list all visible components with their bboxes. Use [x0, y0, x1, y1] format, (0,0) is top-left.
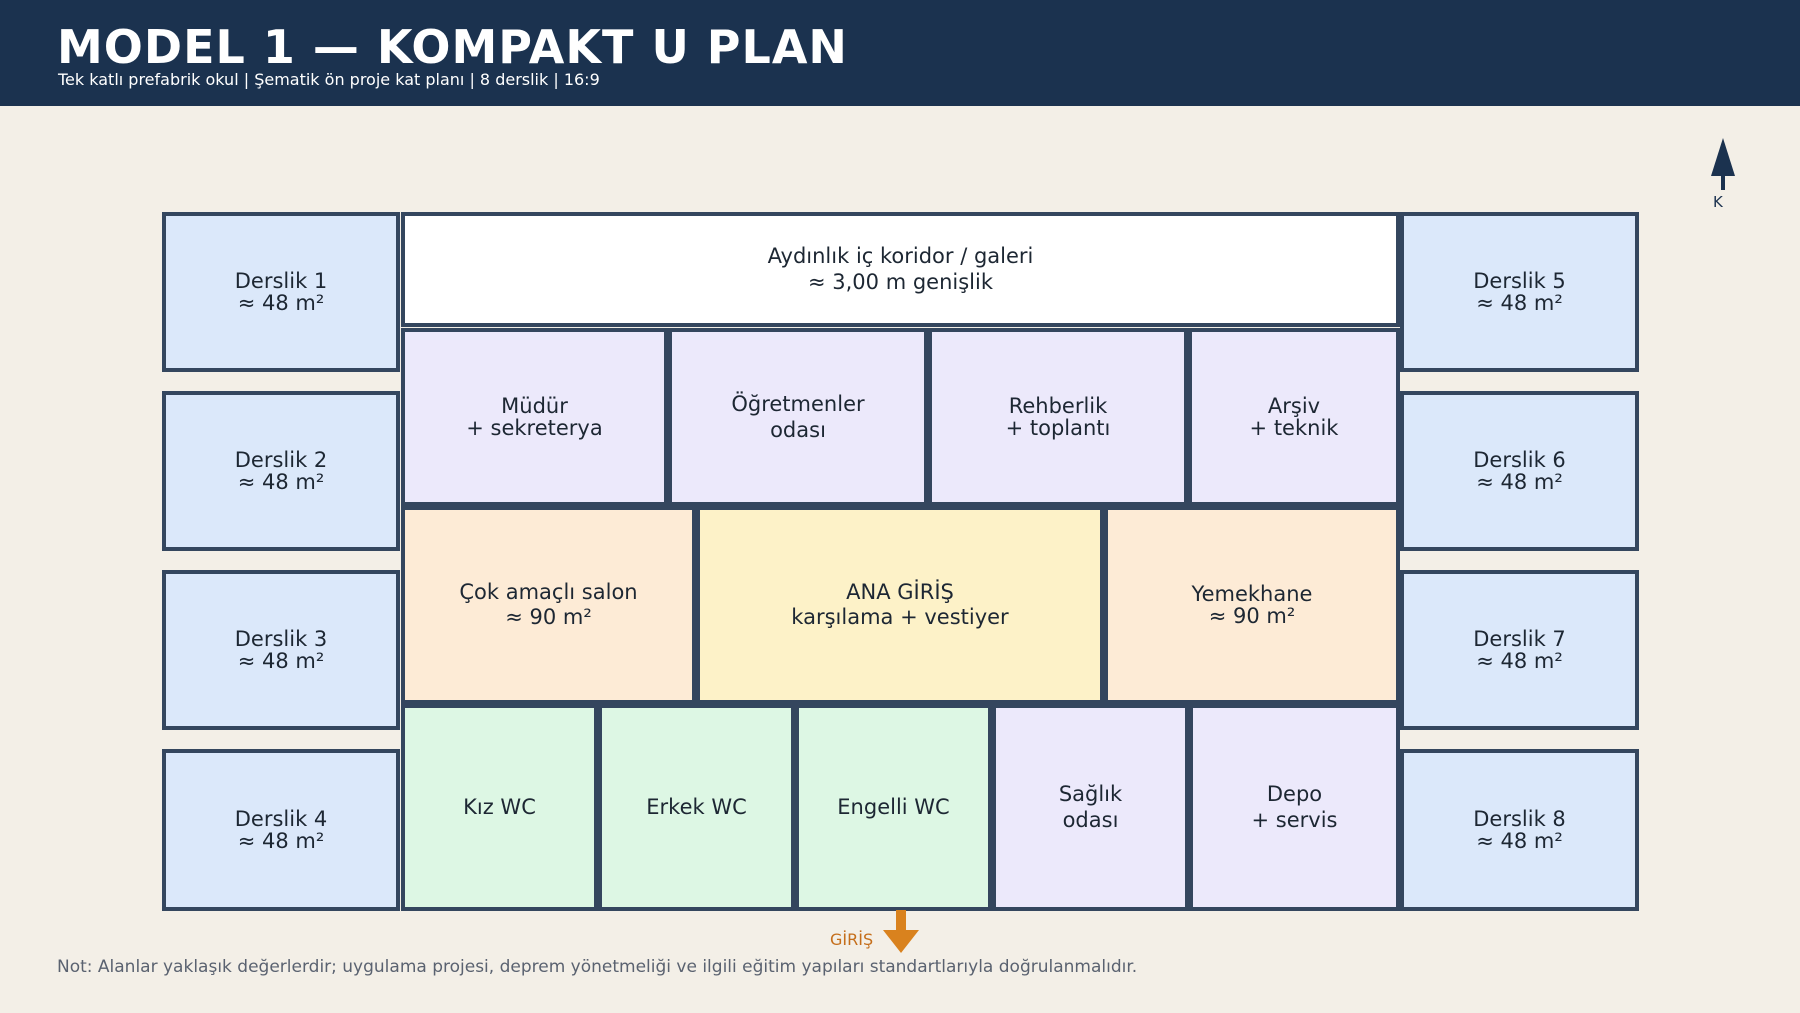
classroom-6: Derslik 6 ≈ 48 m² — [1400, 391, 1639, 551]
entry-arrow-icon — [883, 910, 919, 953]
room-sublabel: + toplantı — [1005, 416, 1111, 440]
room-sublabel: + servis — [1251, 807, 1338, 832]
classroom-5: Derslik 5 ≈ 48 m² — [1400, 212, 1639, 372]
room-accessible-wc: Engelli WC — [795, 704, 992, 911]
classroom-2: Derslik 2 ≈ 48 m² — [162, 391, 400, 551]
classroom-area: ≈ 48 m² — [237, 291, 325, 315]
classroom-area: ≈ 48 m² — [237, 470, 325, 494]
classroom-8: Derslik 8 ≈ 48 m² — [1400, 749, 1639, 911]
classroom-area: ≈ 48 m² — [237, 649, 325, 673]
room-label: Sağlık — [1058, 782, 1123, 807]
corridor-width: ≈ 3,00 m genişlik — [807, 269, 993, 294]
room-dining-hall: Yemekhane ≈ 90 m² — [1104, 506, 1400, 704]
classroom-name: Derslik 2 — [234, 447, 328, 472]
entry-label: GİRİŞ — [830, 930, 874, 949]
room-label: Engelli WC — [837, 795, 950, 820]
footnote: Not: Alanlar yaklaşık değerlerdir; uygul… — [57, 957, 1138, 977]
room-sublabel: odası — [770, 418, 826, 442]
room-sublabel: karşılama + vestiyer — [791, 605, 1009, 629]
room-guidance: Rehberlik + toplantı — [928, 328, 1188, 506]
room-sublabel: + teknik — [1249, 416, 1339, 440]
classroom-area: ≈ 48 m² — [237, 829, 325, 853]
classroom-name: Derslik 4 — [234, 806, 328, 831]
room-storage: Depo + servis — [1189, 704, 1400, 911]
room-health: Sağlık odası — [992, 704, 1189, 911]
classroom-name: Derslik 6 — [1473, 447, 1566, 472]
classroom-3: Derslik 3 ≈ 48 m² — [162, 570, 400, 730]
classroom-4: Derslik 4 ≈ 48 m² — [162, 749, 400, 911]
room-label: Erkek WC — [646, 795, 747, 820]
room-label: Yemekhane — [1191, 581, 1313, 606]
header-bar: MODEL 1 — KOMPAKT U PLAN Tek katlı prefa… — [0, 0, 1800, 106]
room-principal: Müdür + sekreterya — [401, 328, 668, 506]
room-boys-wc: Erkek WC — [598, 704, 795, 911]
room-label: Öğretmenler — [731, 391, 865, 416]
corridor-gallery: Aydınlık iç koridor / galeri ≈ 3,00 m ge… — [401, 212, 1400, 327]
room-archive: Arşiv + teknik — [1188, 328, 1400, 506]
room-label: Çok amaçlı salon — [459, 579, 638, 604]
page-subtitle: Tek katlı prefabrik okul | Şematik ön pr… — [58, 70, 600, 89]
room-area: ≈ 90 m² — [505, 605, 592, 629]
classroom-1: Derslik 1 ≈ 48 m² — [162, 212, 400, 372]
classroom-name: Derslik 8 — [1473, 806, 1566, 831]
room-label: Kız WC — [463, 795, 536, 820]
compass-label: K — [1713, 193, 1723, 211]
classroom-area: ≈ 48 m² — [1476, 291, 1563, 315]
room-teachers: Öğretmenler odası — [668, 328, 928, 506]
page-title: MODEL 1 — KOMPAKT U PLAN — [57, 20, 848, 74]
north-arrow-icon — [1711, 138, 1735, 190]
room-sublabel: + sekreterya — [466, 416, 603, 440]
corridor-label: Aydınlık iç koridor / galeri — [767, 244, 1034, 269]
room-label: ANA GİRİŞ — [846, 579, 954, 604]
room-girls-wc: Kız WC — [401, 704, 598, 911]
room-sublabel: odası — [1062, 807, 1119, 832]
classroom-name: Derslik 1 — [234, 268, 328, 293]
classroom-area: ≈ 48 m² — [1476, 829, 1563, 853]
room-label: Rehberlik — [1008, 393, 1108, 418]
room-label: Arşiv — [1267, 393, 1321, 418]
classroom-name: Derslik 5 — [1473, 268, 1566, 293]
room-main-entrance: ANA GİRİŞ karşılama + vestiyer — [696, 506, 1104, 704]
classroom-7: Derslik 7 ≈ 48 m² — [1400, 570, 1639, 730]
classroom-name: Derslik 7 — [1473, 626, 1566, 651]
room-label: Depo — [1266, 782, 1323, 807]
classroom-area: ≈ 48 m² — [1476, 649, 1563, 673]
room-label: Müdür — [501, 393, 568, 418]
classroom-area: ≈ 48 m² — [1476, 470, 1563, 494]
room-multipurpose-hall: Çok amaçlı salon ≈ 90 m² — [401, 506, 696, 704]
classroom-name: Derslik 3 — [234, 626, 328, 651]
room-area: ≈ 90 m² — [1208, 604, 1296, 628]
